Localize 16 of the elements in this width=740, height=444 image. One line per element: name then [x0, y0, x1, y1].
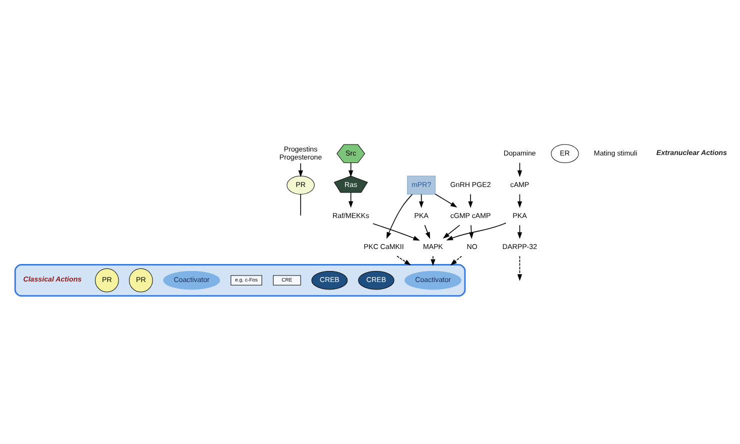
arrow — [442, 224, 460, 239]
arrow — [372, 223, 420, 241]
arrow — [430, 256, 436, 266]
arrow — [419, 194, 424, 208]
arrow — [348, 192, 354, 208]
arrow — [298, 162, 303, 178]
arrow — [348, 162, 354, 178]
connector — [300, 194, 302, 216]
arrow — [468, 194, 473, 208]
arrow — [386, 194, 413, 239]
arrow — [450, 256, 462, 266]
arrow — [396, 256, 412, 266]
cluster — [14, 264, 466, 297]
arrow — [424, 224, 430, 239]
arrow — [517, 256, 522, 281]
arrow — [434, 194, 458, 208]
